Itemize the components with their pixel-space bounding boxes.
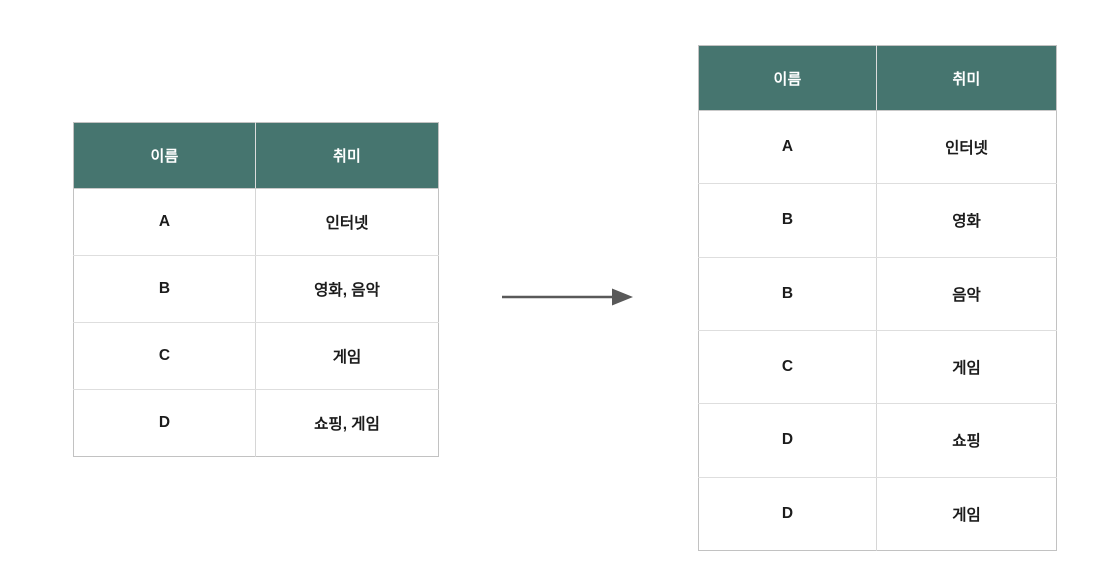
result-cell-hobby: 쇼핑 [876,403,1057,478]
result-cell-name: D [698,403,877,478]
table-row: A 인터넷 [698,110,1057,185]
table-row: C 게임 [73,322,439,390]
source-cell-name: B [73,255,256,323]
result-cell-name: B [698,257,877,331]
arrow-right-glyph [502,288,633,306]
table-row: D 쇼핑 [698,403,1057,478]
source-column-header-name: 이름 [73,122,256,189]
table-row: D 쇼핑, 게임 [73,389,439,457]
source-cell-hobby: 게임 [255,322,439,390]
source-table-body: A 인터넷 B 영화, 음악 C 게임 D 쇼핑, 게임 [73,188,439,457]
source-cell-hobby: 인터넷 [255,188,439,256]
source-cell-hobby: 쇼핑, 게임 [255,389,439,457]
result-cell-hobby: 게임 [876,330,1057,405]
result-column-header-hobby: 취미 [876,45,1057,111]
source-cell-hobby: 영화, 음악 [255,255,439,323]
result-cell-name: A [698,110,877,185]
result-cell-hobby: 게임 [876,477,1057,551]
normalized-table: 이름 취미 A 인터넷 B 영화 B 음악 C 게임 D 쇼핑 [698,45,1057,551]
source-header-row: 이름 취미 [73,122,439,189]
result-column-header-name: 이름 [698,45,877,111]
result-cell-hobby: 영화 [876,183,1057,258]
result-table-body: A 인터넷 B 영화 B 음악 C 게임 D 쇼핑 D 게임 [698,110,1057,551]
source-column-header-hobby: 취미 [255,122,439,189]
arrow-right-icon [500,283,636,311]
source-table-head: 이름 취미 [73,122,439,189]
table-row: A 인터넷 [73,188,439,256]
result-cell-hobby: 인터넷 [876,110,1057,185]
table-row: B 음악 [698,257,1057,331]
table-row: B 영화, 음악 [73,255,439,323]
result-cell-hobby: 음악 [876,257,1057,331]
source-cell-name: C [73,322,256,390]
result-table-head: 이름 취미 [698,45,1057,111]
table-row: D 게임 [698,477,1057,551]
result-header-row: 이름 취미 [698,45,1057,111]
source-cell-name: D [73,389,256,457]
result-cell-name: B [698,183,877,258]
table-row: B 영화 [698,183,1057,258]
source-cell-name: A [73,188,256,256]
result-cell-name: D [698,477,877,551]
result-cell-name: C [698,330,877,405]
table-row: C 게임 [698,330,1057,405]
unnormalized-table: 이름 취미 A 인터넷 B 영화, 음악 C 게임 D 쇼핑, 게임 [73,122,439,457]
